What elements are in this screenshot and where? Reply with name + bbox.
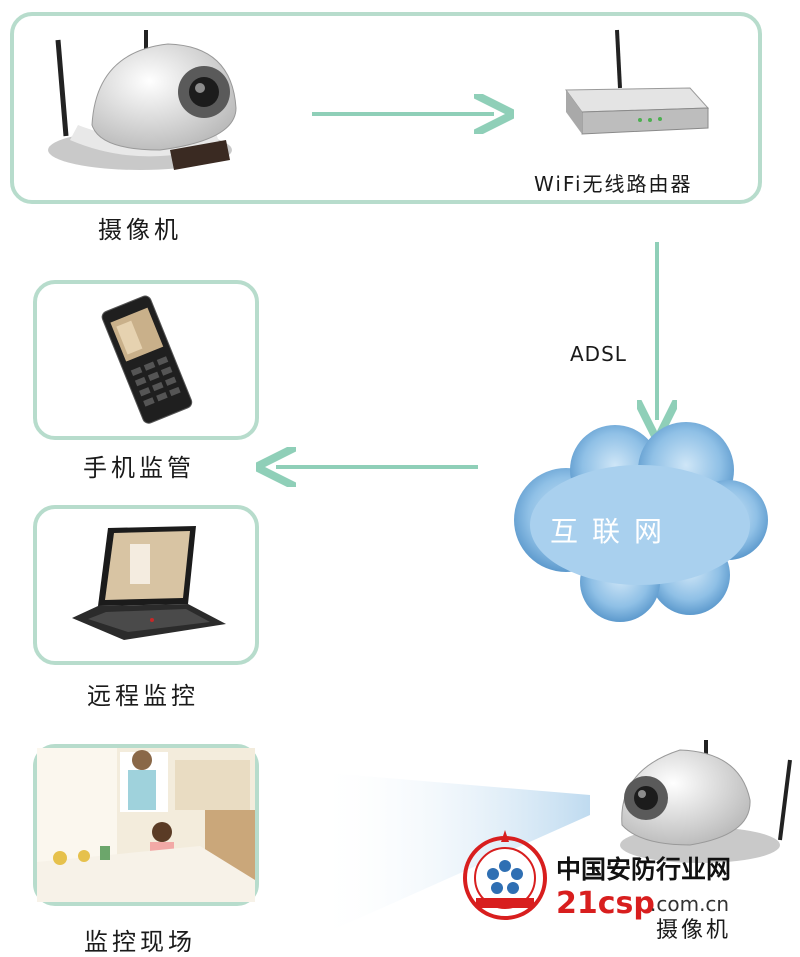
router-icon bbox=[565, 29, 710, 135]
watermark-domain-suffix: .com.cn bbox=[650, 892, 730, 916]
site-label: 监控现场 bbox=[84, 928, 196, 956]
camera-top-label: 摄像机 bbox=[98, 216, 182, 244]
adsl-label: ADSL bbox=[570, 342, 627, 366]
internet-cloud-icon bbox=[514, 422, 768, 622]
router-label: WiFi无线路由器 bbox=[534, 172, 693, 196]
laptop-icon bbox=[72, 526, 226, 640]
site-photo bbox=[37, 748, 255, 902]
mobile-phone-icon bbox=[101, 295, 193, 424]
internet-label: 互联网 bbox=[550, 515, 677, 548]
remote-label: 远程监控 bbox=[87, 682, 199, 710]
watermark-site-name: 中国安防行业网 bbox=[556, 855, 732, 884]
watermark-seal-icon bbox=[463, 830, 547, 920]
camera-bottom-label: 摄像机 bbox=[656, 918, 732, 943]
camera-icon-top bbox=[48, 30, 237, 170]
mobile-label: 手机监管 bbox=[83, 454, 195, 482]
watermark-domain-main: 21csp bbox=[556, 886, 655, 921]
camera-icon-bottom bbox=[620, 740, 792, 863]
camera-view-beam bbox=[315, 772, 590, 938]
